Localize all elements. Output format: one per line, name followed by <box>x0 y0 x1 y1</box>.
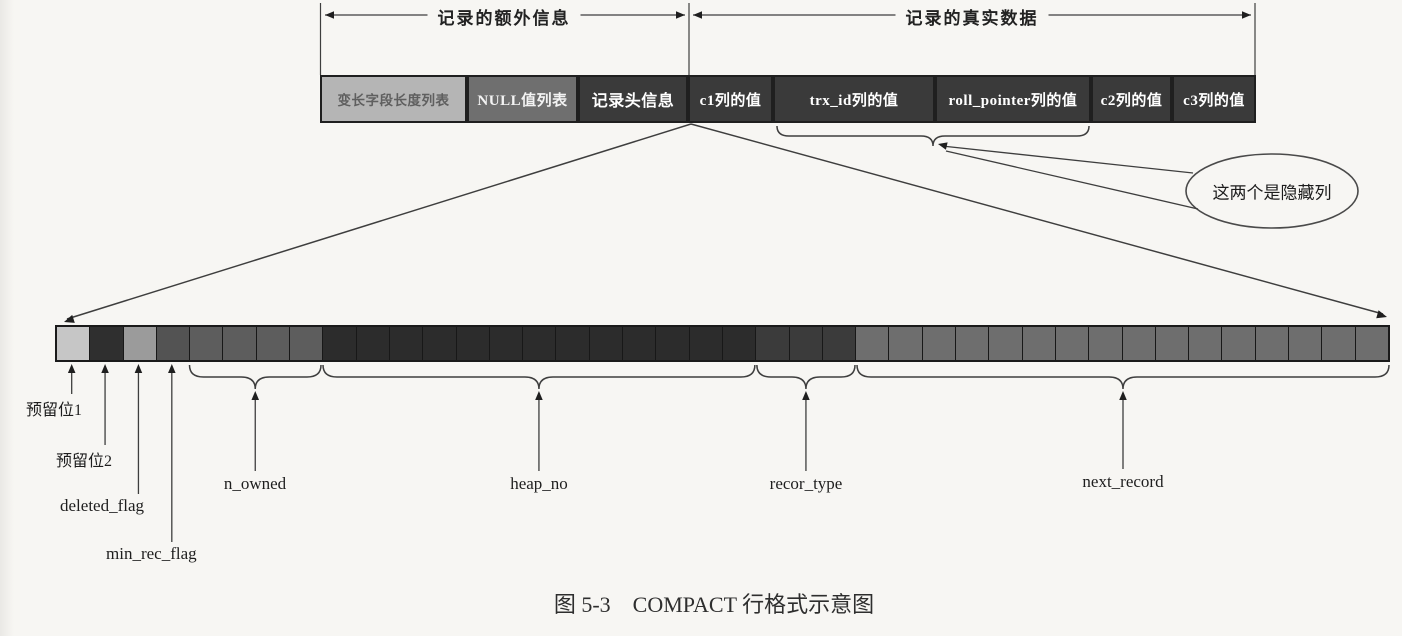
bit-cell-deleted_flag <box>122 327 156 360</box>
bit-cell-heap_no <box>522 327 556 360</box>
bit-cell-next_record <box>1054 327 1089 360</box>
bubble-tail <box>945 150 1199 210</box>
span-label-real-data: 记录的真实数据 <box>895 4 1049 29</box>
bit-cell-next_record <box>1121 327 1155 360</box>
field-label-n-owned: n_owned <box>223 474 287 493</box>
bit-cell-heap_no <box>388 327 423 360</box>
box-c1-value: c1列的值 <box>688 75 773 123</box>
bit-cell-heap_no <box>588 327 623 360</box>
brace-heap_no <box>322 364 756 390</box>
measure-arrowhead <box>676 11 685 19</box>
bit-cell-next_record <box>1287 327 1322 360</box>
bit-cell-heap_no <box>688 327 722 360</box>
bit-cell-recor_type <box>821 327 856 360</box>
box-null-list: NULL值列表 <box>467 75 578 123</box>
expand-line-right <box>690 123 1384 315</box>
bit-cell-next_record <box>1254 327 1288 360</box>
record-header-bit-bar <box>55 325 1390 362</box>
box-roll-pointer-value: roll_pointer列的值 <box>935 75 1091 123</box>
bit-cell-next_record <box>1088 327 1122 360</box>
measure-arrowhead <box>1242 11 1251 19</box>
bit-cell-n_owned <box>255 327 290 360</box>
measure-arrowhead <box>325 11 334 19</box>
page-scan-edge <box>0 0 14 636</box>
field-label-recor-type: recor_type <box>769 474 843 493</box>
field-arrowhead <box>134 364 143 373</box>
bit-cell-heap_no <box>622 327 656 360</box>
bit-cell-next_record <box>1321 327 1355 360</box>
box-trx-id-value: trx_id列的值 <box>773 75 935 123</box>
bit-cell-next_record <box>921 327 956 360</box>
bit-cell-next_record <box>988 327 1022 360</box>
bit-cell-min_rec_flag <box>155 327 190 360</box>
field-arrowhead <box>1119 391 1127 400</box>
expand-arrowhead-right <box>1376 310 1387 319</box>
bit-cell-n_owned <box>289 327 323 360</box>
bit-cell-next_record <box>1354 327 1388 360</box>
brace-hidden-columns <box>776 125 1090 147</box>
box-variable-length-list: 变长字段长度列表 <box>320 75 467 123</box>
bit-cell-next_record <box>1021 327 1055 360</box>
box-c2-value: c2列的值 <box>1091 75 1172 123</box>
bit-cell-heap_no <box>555 327 589 360</box>
bit-cell-heap_no <box>721 327 756 360</box>
field-arrowhead <box>535 391 543 400</box>
expand-line-left <box>66 123 692 320</box>
field-arrowhead <box>802 391 810 400</box>
field-label-heap-no: heap_no <box>510 474 568 493</box>
box-c3-value: c3列的值 <box>1172 75 1256 123</box>
bit-cell-next_record <box>888 327 922 360</box>
bit-cell-recor_type <box>788 327 822 360</box>
field-arrowhead <box>251 391 260 400</box>
bit-cell-next_record <box>1154 327 1189 360</box>
bit-cell-next_record <box>855 327 889 360</box>
field-arrowhead <box>67 364 76 373</box>
bit-cell-heap_no <box>322 327 356 360</box>
measure-arrowhead <box>693 11 702 19</box>
brace-n_owned <box>188 364 322 390</box>
field-label-next-record: next_record <box>1082 472 1164 491</box>
bit-cell-next_record <box>1188 327 1222 360</box>
field-arrowhead <box>168 364 176 373</box>
bit-cell-next_record <box>1221 327 1255 360</box>
brace-next_record <box>856 364 1390 390</box>
bit-cell-预留位2 <box>89 327 123 360</box>
bit-cell-heap_no <box>488 327 523 360</box>
bit-cell-heap_no <box>655 327 689 360</box>
figure-caption: 图 5-3 COMPACT 行格式示意图 <box>553 592 875 617</box>
bit-cell-recor_type <box>755 327 789 360</box>
bit-cell-next_record <box>955 327 989 360</box>
bit-cell-n_owned <box>222 327 256 360</box>
brace-recor_type <box>756 364 856 390</box>
field-label-deleted-flag: deleted_flag <box>60 496 145 515</box>
bit-cell-n_owned <box>189 327 223 360</box>
field-label-reserved-2: 预留位2 <box>56 453 113 470</box>
bubble-arrowhead <box>938 142 948 150</box>
bit-cell-heap_no <box>355 327 389 360</box>
bit-cell-heap_no <box>422 327 456 360</box>
bubble-tail <box>941 145 1194 174</box>
field-arrowhead <box>101 364 109 373</box>
bit-cell-heap_no <box>455 327 489 360</box>
field-label-reserved-1: 预留位1 <box>26 402 83 419</box>
span-label-extra-info: 记录的额外信息 <box>427 4 581 29</box>
box-record-header: 记录头信息 <box>578 75 688 123</box>
bit-cell-预留位1 <box>57 327 90 360</box>
field-label-min-rec-flag: min_rec_flag <box>106 544 197 563</box>
hidden-columns-note: 这两个是隐藏列 <box>1212 183 1332 203</box>
